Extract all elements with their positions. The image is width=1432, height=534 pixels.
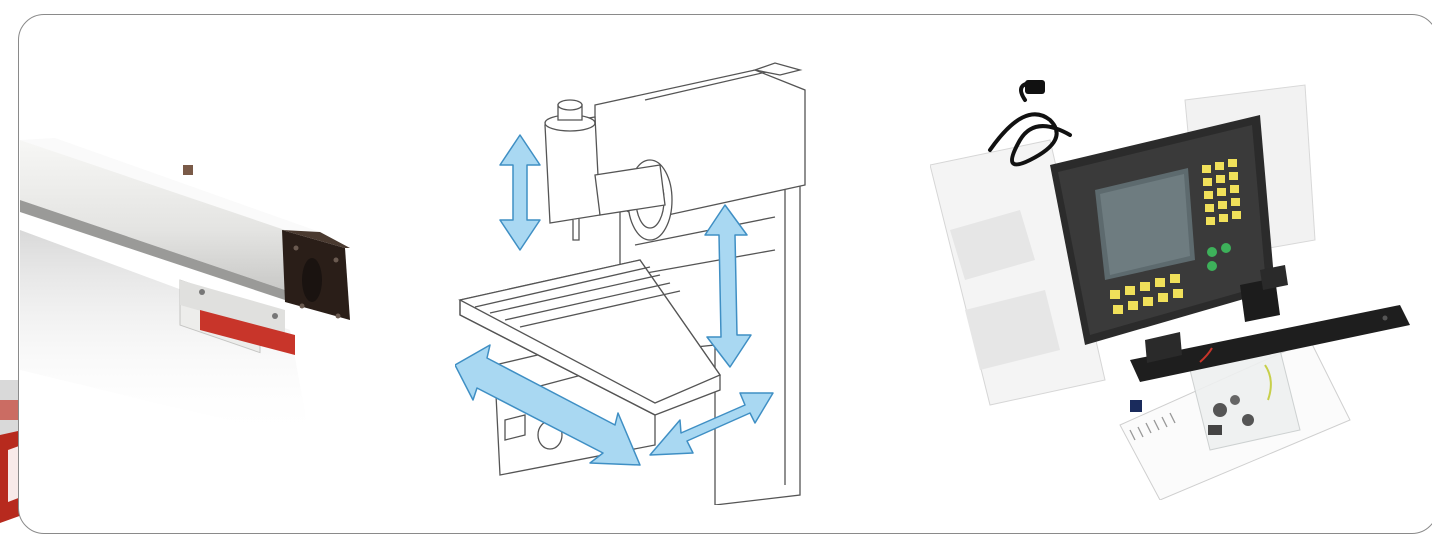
linear-scale-image	[20, 120, 370, 450]
milling-machine-diagram	[455, 45, 815, 505]
dro-kit-image	[930, 80, 1420, 500]
